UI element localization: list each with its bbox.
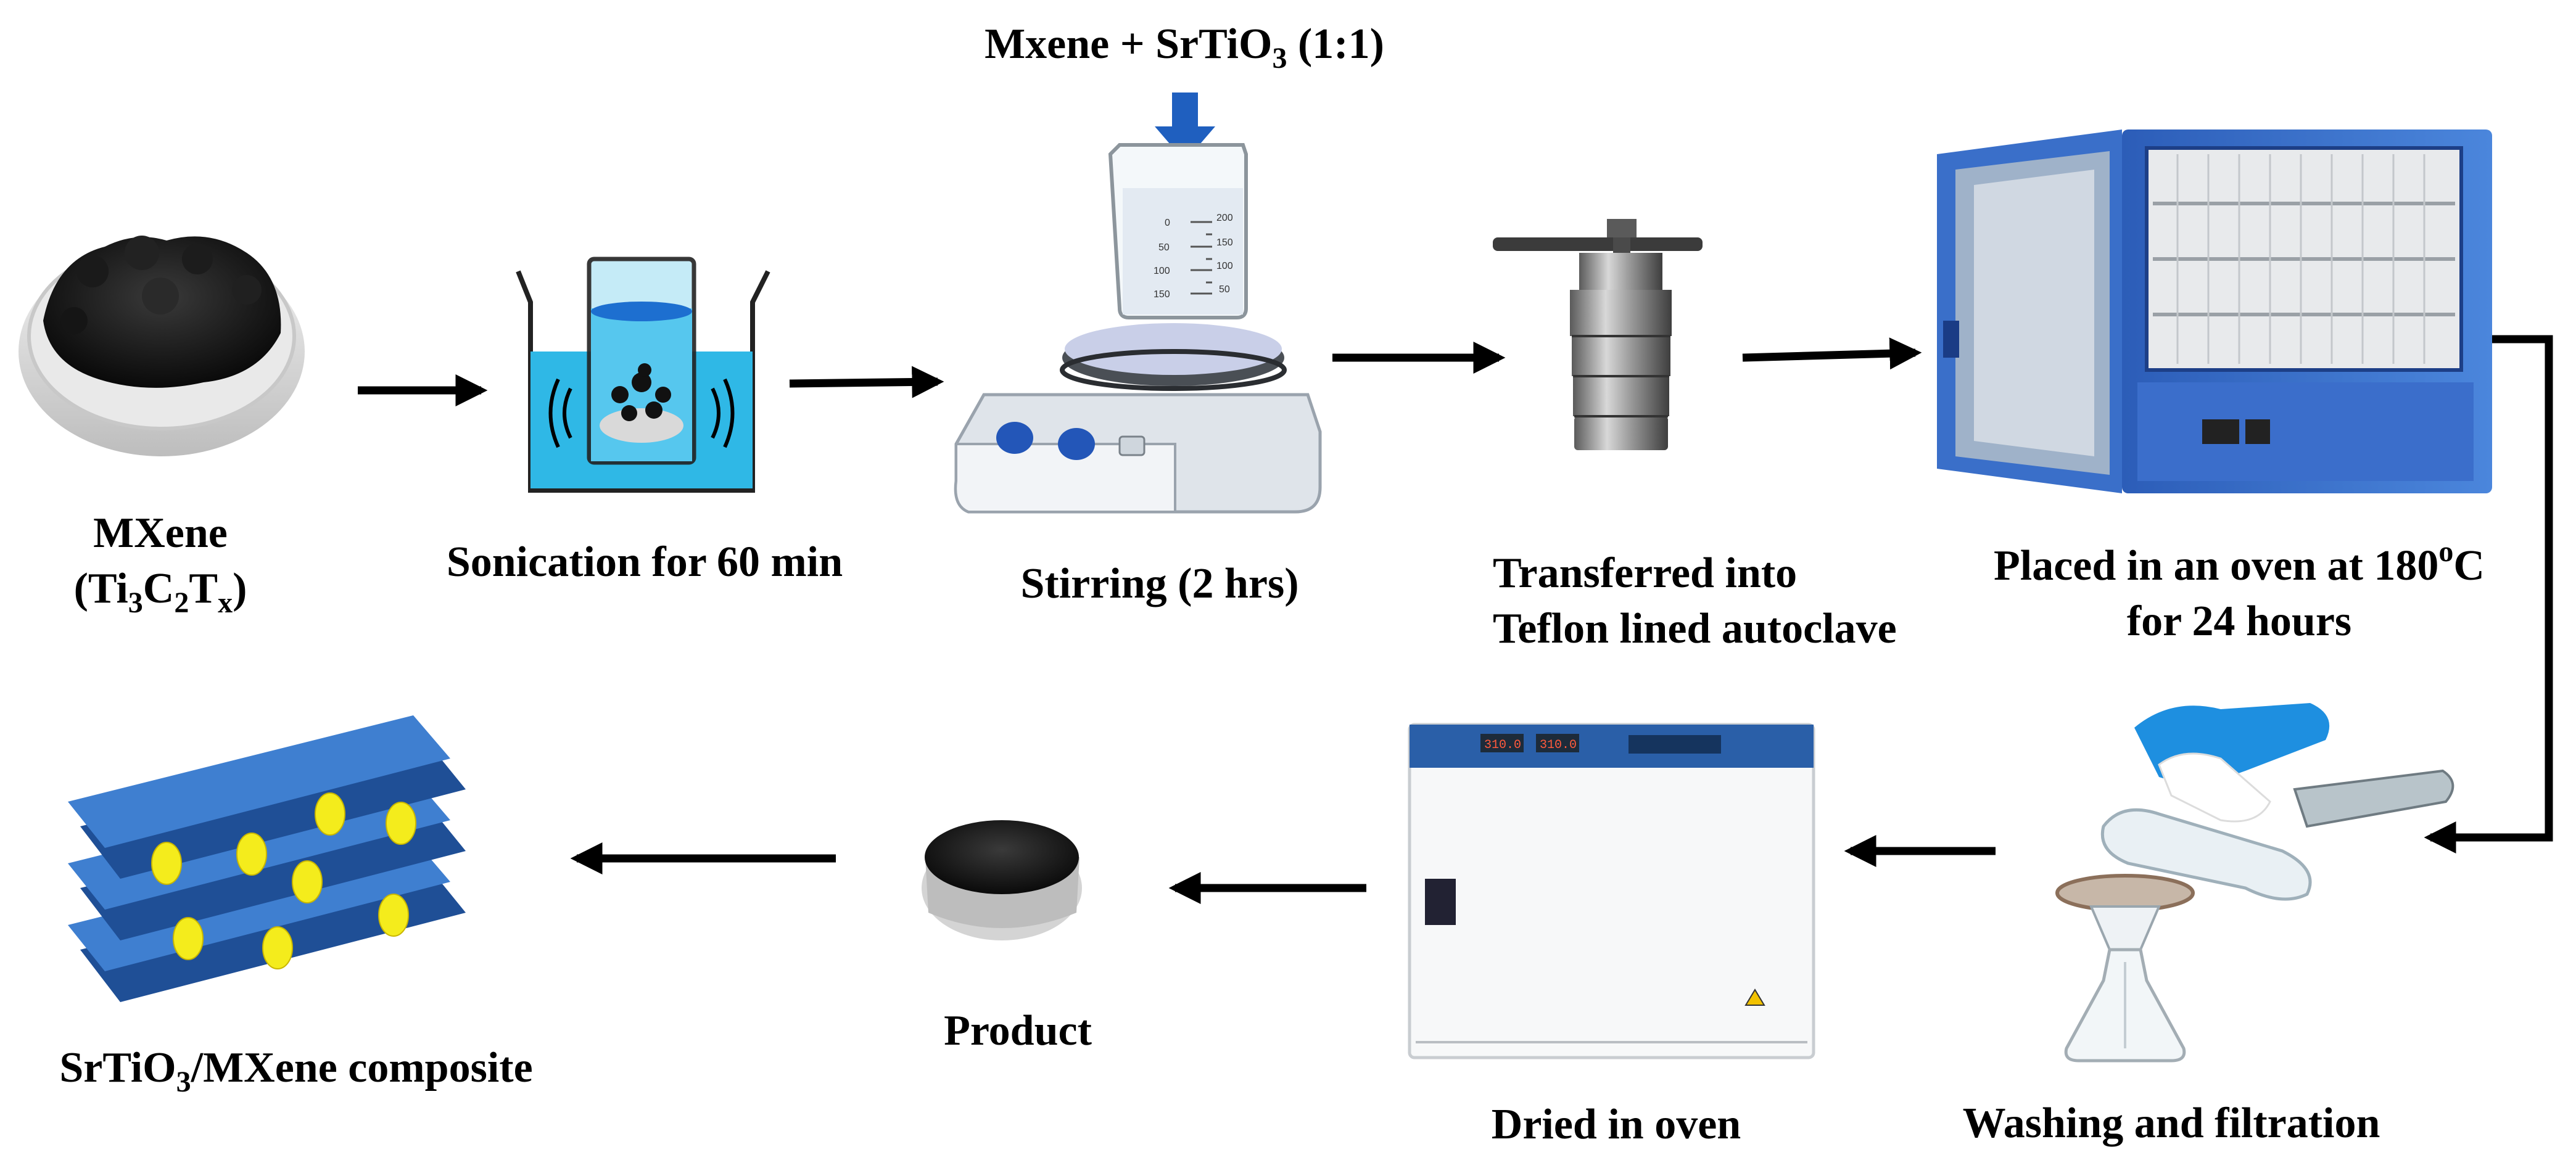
beaker-mark-150b: 150 <box>1216 237 1233 248</box>
oven-label-post: C <box>2453 542 2485 590</box>
product-dish-icon <box>922 820 1082 940</box>
graduated-beaker-icon: 0 50 100 150 200 150 100 50 <box>1108 143 1248 319</box>
mxene-formula-mid1: C <box>142 565 175 612</box>
oven-label-line2: for 24 hours <box>2126 598 2352 645</box>
composite-label: SrTiO3/MXene composite <box>19 1042 574 1108</box>
autoclave-label: Transferred into Teflon lined autoclave <box>1493 546 1999 657</box>
drying-label: Dried in oven <box>1491 1101 1741 1148</box>
beaker-mark-50: 50 <box>1158 242 1170 253</box>
addition-label: Mxene + SrTiO3 (1:1) <box>925 19 1443 84</box>
arrow-autoclave-to-oven <box>1742 337 1922 370</box>
beaker-mark-50b: 50 <box>1219 284 1230 295</box>
mxene-formula-mid2: T <box>189 565 218 612</box>
stirring-label: Stirring (2 hrs) <box>1020 560 1299 607</box>
oven-label-pre: Placed in an oven at 180 <box>1994 542 2439 590</box>
mxene-petri-dish-icon <box>19 236 305 456</box>
beaker-mark-100: 100 <box>1154 266 1170 276</box>
beaker-mark-200: 200 <box>1216 213 1233 223</box>
mxene-formula-open: (Ti <box>73 565 128 612</box>
mxene-formula-sub3: x <box>218 586 233 619</box>
autoclave-label-line2: Teflon lined autoclave <box>1493 605 1897 652</box>
product-label: Product <box>944 1007 1092 1055</box>
sonication-bath-icon <box>516 257 770 493</box>
mxene-formula-close: ) <box>233 565 247 612</box>
drying-oven-icon: 310.0 310.0 <box>1408 723 1815 1059</box>
arrow-oven-to-washing <box>2424 335 2553 853</box>
sonication-label: Sonication for 60 min <box>446 538 843 586</box>
addition-label-sub: 3 <box>1272 42 1287 75</box>
addition-label-pre: Mxene + SrTiO <box>985 20 1273 68</box>
composite-label-sub: 3 <box>176 1066 191 1098</box>
oven-label: Placed in an oven at 180oC for 24 hours <box>1925 524 2554 649</box>
oven-label-sup: o <box>2438 535 2454 568</box>
autoclave-label-line1: Transferred into <box>1493 549 1798 597</box>
beaker-mark-0: 0 <box>1165 218 1170 228</box>
drying-oven-display-left: 310.0 <box>1484 738 1521 752</box>
mxene-label-line2: (Ti3C2Tx) <box>43 561 278 631</box>
mxene-label: MXene (Ti3C2Tx) <box>43 506 278 631</box>
drying-oven-display-right: 310.0 <box>1540 738 1577 752</box>
addition-label-post: (1:1) <box>1287 20 1384 68</box>
beaker-mark-150: 150 <box>1154 289 1170 300</box>
arrow-sonication-to-stirring <box>789 366 944 398</box>
magnetic-stirrer-icon <box>954 323 1322 514</box>
laboratory-oven-icon <box>1937 130 2492 493</box>
composite-layers-icon <box>68 715 466 1002</box>
mxene-label-line1: MXene <box>93 509 228 557</box>
composite-label-post: /MXene composite <box>191 1044 533 1092</box>
washing-label: Washing and filtration <box>1962 1100 2380 1147</box>
beaker-mark-100b: 100 <box>1216 261 1233 271</box>
oven-label-line1: Placed in an oven at 180oC <box>1925 524 2554 594</box>
composite-label-pre: SrTiO <box>59 1044 176 1092</box>
flow-arrows <box>358 335 2553 904</box>
teflon-autoclave-icon <box>1493 219 1703 450</box>
mxene-formula-sub2: 2 <box>174 586 189 619</box>
filtration-setup-icon <box>2055 703 2454 1063</box>
mxene-formula-sub1: 3 <box>128 586 143 619</box>
